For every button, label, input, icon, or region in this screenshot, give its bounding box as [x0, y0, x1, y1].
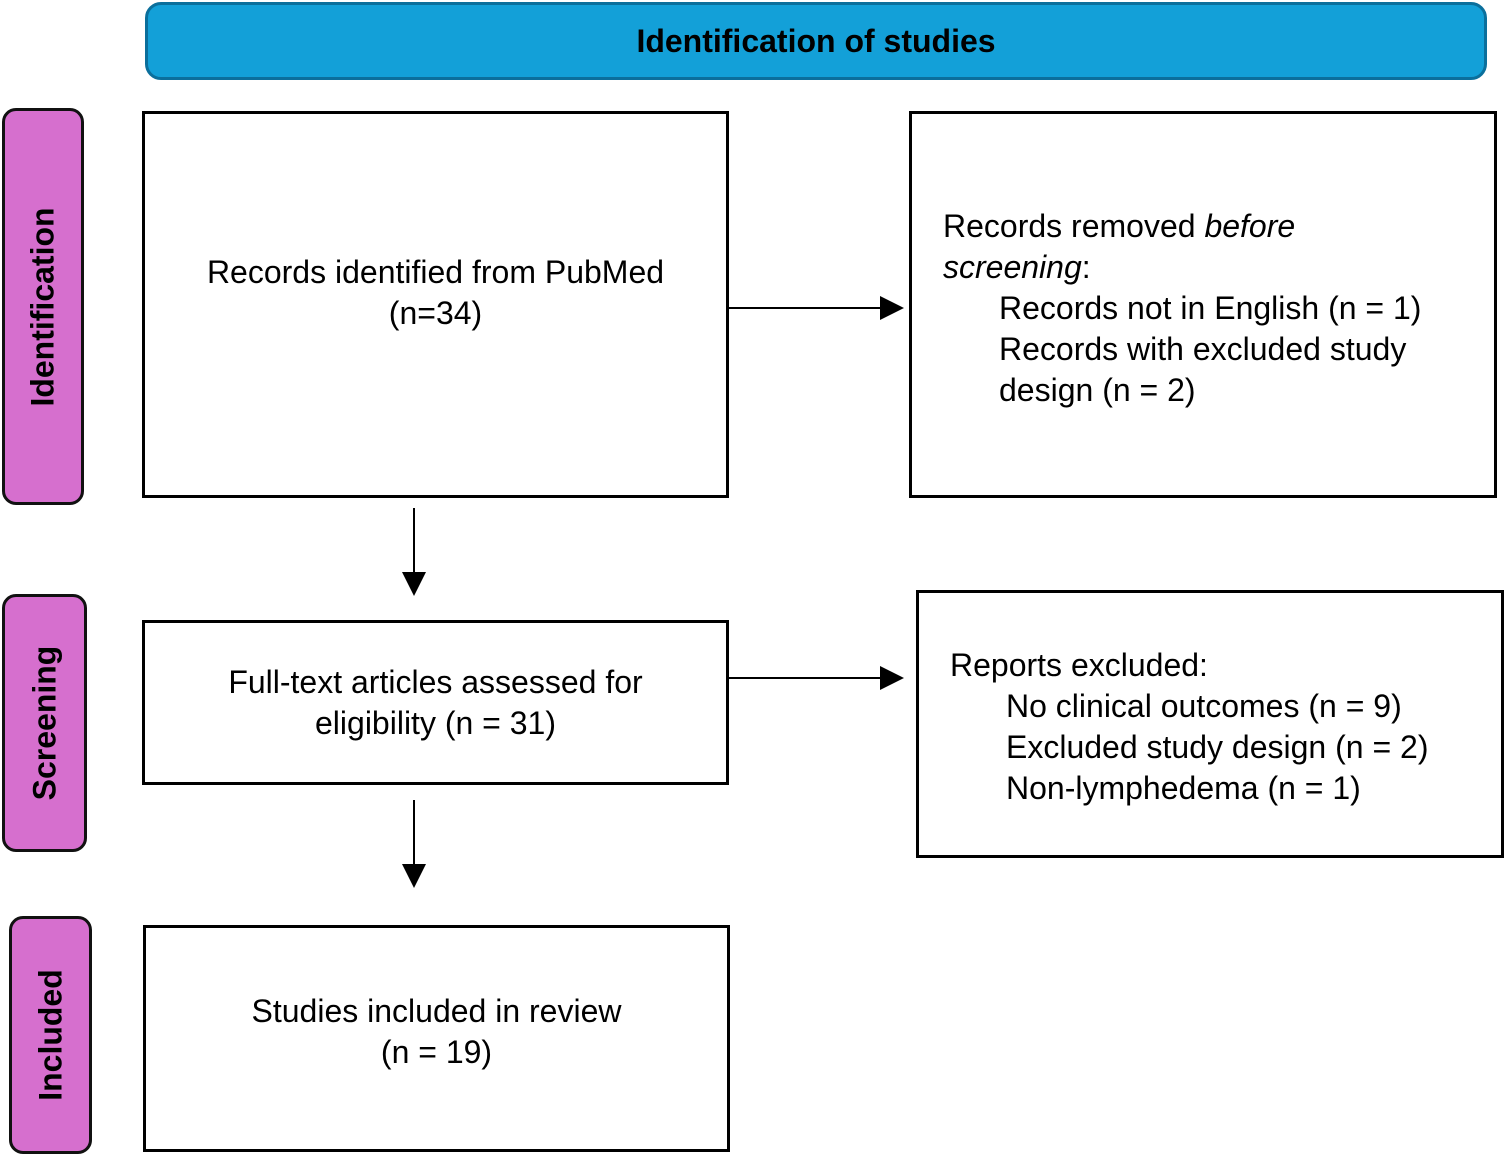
records-removed-before: before	[1204, 208, 1296, 244]
records-identified-line1: Records identified from PubMed	[206, 253, 665, 290]
studies-included-box: Studies included in review (n = 19)	[143, 925, 730, 1152]
records-identified-line2: (n=34)	[388, 294, 483, 331]
removed-item-not-english: Records not in English (n = 1)	[999, 290, 1422, 326]
removed-item-excluded-design: Records with excluded study	[999, 331, 1407, 367]
records-removed-screening: screening	[943, 249, 1082, 285]
arrow-assessed-to-excluded	[729, 666, 904, 690]
banner-title: Identification of studies	[636, 22, 996, 59]
excluded-item-study-design: Excluded study design (n = 2)	[1006, 729, 1429, 765]
removed-item-excluded-design-cont: design (n = 2)	[999, 372, 1196, 408]
phase-included: Included	[9, 916, 92, 1154]
full-text-assessed-line1: Full-text articles assessed for	[228, 663, 643, 700]
phase-identification: Identification	[2, 108, 84, 505]
records-removed-colon: :	[1081, 249, 1091, 285]
records-identified-box: Records identified from PubMed (n=34)	[142, 111, 729, 498]
studies-included-line1: Studies included in review	[251, 992, 622, 1029]
records-removed-heading-cont: screening:	[943, 247, 1494, 288]
identification-of-studies-banner: Identification of studies	[145, 2, 1487, 80]
arrowhead-down-icon	[402, 572, 426, 596]
arrow-assessed-to-included	[402, 800, 426, 888]
arrowhead-right-icon	[880, 296, 904, 320]
excluded-item-non-lymphedema: Non-lymphedema (n = 1)	[1006, 770, 1361, 806]
phase-screening: Screening	[2, 594, 87, 852]
reports-excluded-box: Reports excluded: No clinical outcomes (…	[916, 590, 1504, 858]
arrow-identified-to-removed	[729, 296, 904, 320]
reports-excluded-heading: Reports excluded:	[950, 647, 1208, 683]
studies-included-line2: (n = 19)	[380, 1033, 493, 1070]
full-text-assessed-line2: eligibility (n = 31)	[315, 704, 556, 741]
arrowhead-down-icon	[402, 864, 426, 888]
records-removed-prefix: Records removed	[943, 208, 1205, 244]
records-removed-box: Records removed before screening: Record…	[909, 111, 1497, 498]
full-text-assessed-box: Full-text articles assessed for eligibil…	[142, 620, 729, 785]
arrow-identified-to-assessed	[402, 508, 426, 596]
excluded-item-no-outcomes: No clinical outcomes (n = 9)	[1006, 688, 1402, 724]
records-removed-heading: Records removed before	[943, 206, 1494, 247]
arrowhead-right-icon	[880, 666, 904, 690]
